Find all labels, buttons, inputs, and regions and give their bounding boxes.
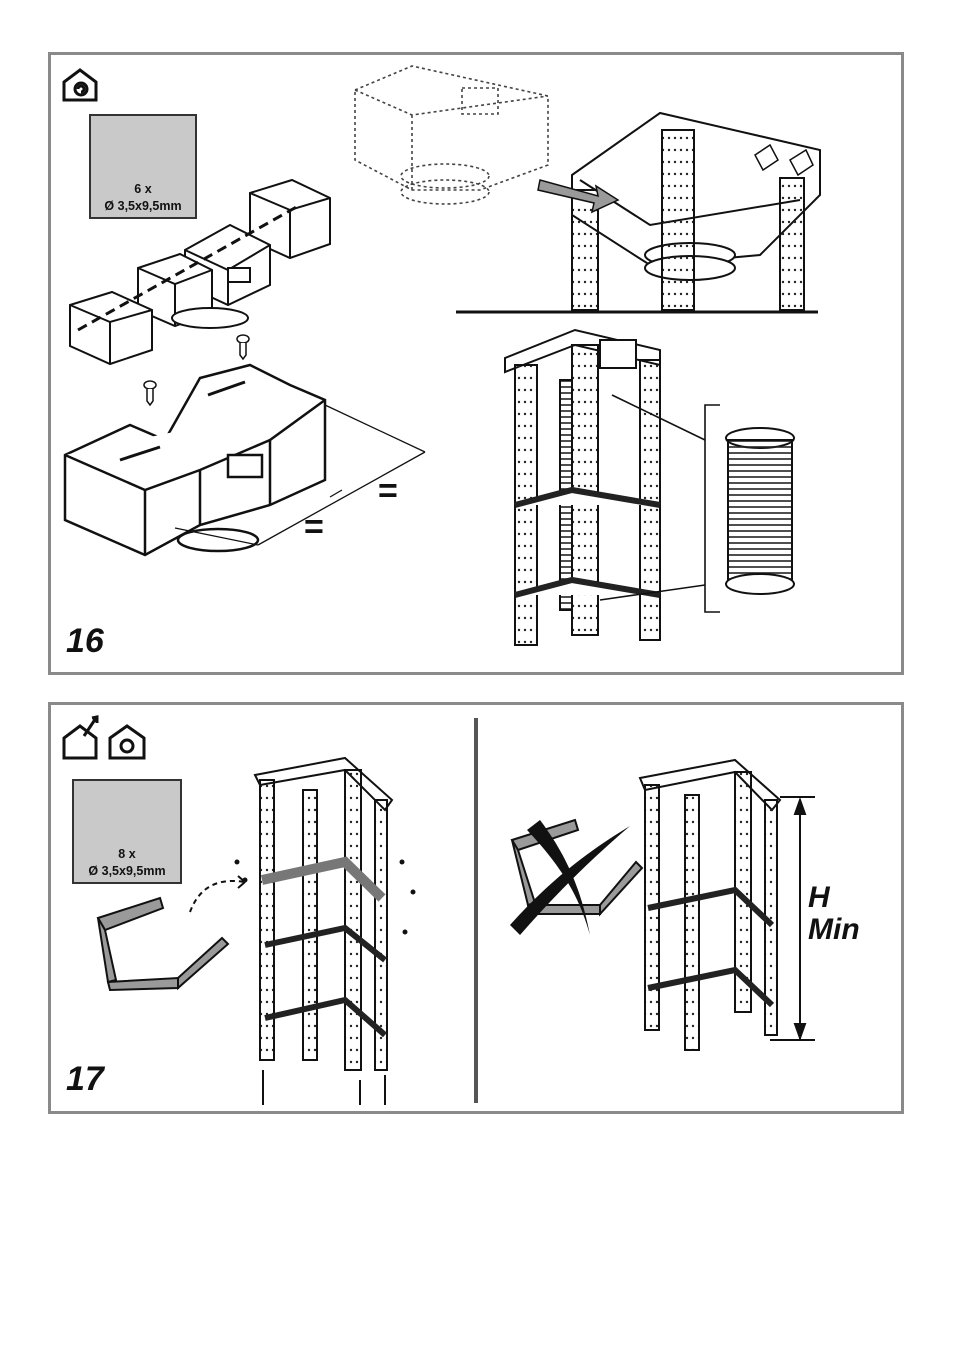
screw-size: Ø 3,5x9,5mm	[91, 199, 195, 213]
equal-distance-mark: =	[378, 474, 398, 508]
support-frame-correct	[640, 760, 780, 1050]
step-number: 16	[66, 622, 104, 661]
screw-spec-box: 6 x Ø 3,5x9,5mm	[89, 114, 197, 219]
step-number: 17	[66, 1060, 104, 1099]
screw-quantity: 6 x	[91, 182, 195, 196]
recirculation-house-icon	[110, 726, 144, 758]
height-label-line1: H	[808, 882, 860, 914]
support-frame-column	[505, 330, 660, 645]
exhaust-house-icon	[64, 717, 97, 758]
height-label-line2: Min	[808, 914, 860, 946]
flexible-hose-icon	[726, 428, 794, 594]
equal-distance-mark: =	[304, 510, 324, 544]
ghost-hood-body	[355, 66, 548, 204]
insert-direction-arrow	[190, 881, 245, 912]
screw-spec-box: 8 x Ø 3,5x9,5mm	[72, 779, 182, 884]
support-frame-ceiling	[572, 113, 820, 310]
bracket-icon	[98, 898, 228, 990]
assembled-duct-adapter	[65, 365, 325, 555]
screw-size: Ø 3,5x9,5mm	[74, 864, 180, 878]
height-label: H Min	[808, 882, 860, 946]
support-frame-with-brackets	[255, 758, 392, 1105]
recirculation-house-icon	[64, 70, 96, 100]
screw-quantity: 8 x	[74, 847, 180, 861]
